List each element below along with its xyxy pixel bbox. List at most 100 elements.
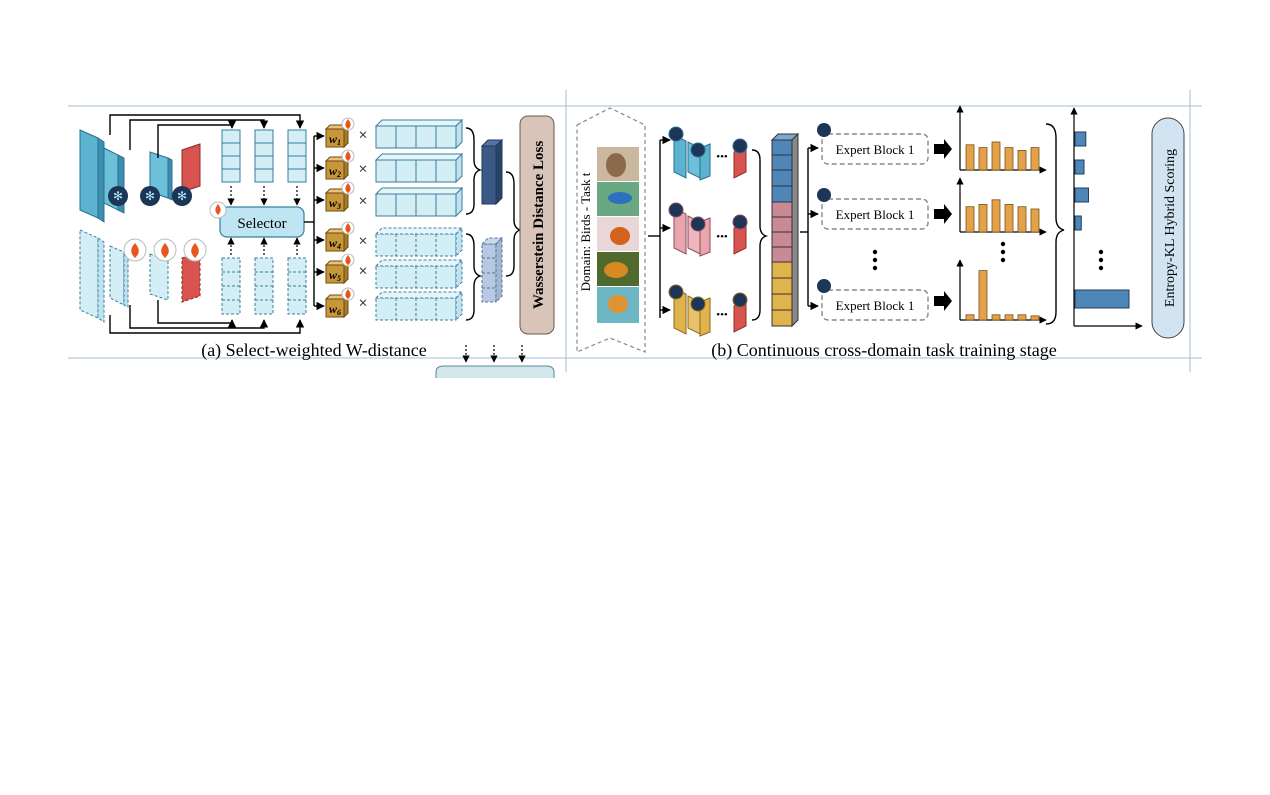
score-bar [1074,131,1087,147]
aggregated-student-vector [480,236,504,304]
histogram-bar [991,199,1001,233]
expert-block-2: Expert Block 1 [817,188,929,230]
score-brace [1045,123,1065,325]
vertical-dots [872,241,1104,271]
multiply-symbol: × [358,263,367,280]
aggregation-braces [465,127,483,321]
scoring-label: Entropy-KL Hybrid Scoring [1163,149,1178,307]
domain-label: Domain: Birds - Task t [578,172,593,291]
wasserstein-loss-box: Wasserstein Distance Loss [519,115,555,335]
score-bar [1074,215,1082,231]
snowflake-icon [817,123,831,137]
histogram-bar [1017,149,1027,171]
weight-cube: w6 [324,287,355,319]
histogram-bar [965,144,975,171]
ellipsis: ••• [716,309,728,321]
ellipsis: ••• [716,151,728,163]
svg-text:✻: ✻ [113,189,123,203]
snowflake-icon [817,279,831,293]
banner-branches [648,135,671,318]
histogram-bar [978,203,988,233]
histogram-bar [1004,203,1014,233]
histogram-bar [1017,314,1027,321]
histogram-bar [965,206,975,233]
weight-cube: w3 [324,181,355,213]
multiply-symbols: ×××××× [358,127,367,312]
selector-module: Selector [209,201,305,238]
snowflake-icon [732,214,748,230]
backbone-branch-pink [668,202,748,257]
weight-cube: w4 [324,221,355,253]
caption-b: (b) Continuous cross-domain task trainin… [711,340,1056,361]
panel-a: ✻ ✻ ✻ [79,114,555,378]
histogram-bar [978,270,988,321]
histogram-bar [1004,314,1014,321]
backbone-connections [109,114,305,334]
teacher-feature-maps [79,129,201,223]
weight-label: w3 [329,196,341,211]
weight-label: w6 [329,302,341,317]
selector-to-weights [304,131,325,311]
histogram-bar [1030,208,1040,233]
expert-block-3: Expert Block 1 [817,279,929,321]
histogram-bar [1004,147,1014,171]
weight-cubes: w1 w2 w3 w4 w5 w6 [324,117,355,319]
snowflake-icon [690,216,706,232]
snowflake-icon [668,284,684,300]
expert-block-1: Expert Block 1 [817,123,929,165]
selector-inputs [227,186,301,255]
multiply-symbol: × [358,193,367,210]
expert-label: Expert Block 1 [836,142,915,157]
svg-text:✻: ✻ [177,189,187,203]
bird-images [597,147,639,323]
teacher-token-rows [374,118,464,218]
svg-text:✻: ✻ [145,189,155,203]
snowflake-icon [668,126,684,142]
histogram-bar [991,141,1001,171]
panel-b: Domain: Birds - Task t [576,105,1185,361]
snowflake-icon [172,186,192,206]
score-bar [1074,289,1130,309]
expert-label: Expert Block 1 [836,207,915,222]
snowflake-icon [668,202,684,218]
block-arrows [934,139,952,311]
caption-a: (a) Select-weighted W-distance [201,340,427,361]
histogram-bar [1030,315,1040,321]
snowflake-icon [690,142,706,158]
expert-histogram [956,259,1047,324]
selector-label: Selector [237,216,286,232]
student-token-rows [374,226,464,322]
score-bar [1074,159,1085,175]
student-feature-maps [79,229,201,323]
weight-label: w1 [329,132,341,147]
score-bars [1074,131,1130,309]
bottom-partial [435,345,555,378]
multiply-symbol: × [358,127,367,144]
snowflake-icon [690,296,706,312]
frozen-icons: ✻ ✻ ✻ [108,186,192,206]
ellipsis: ••• [716,231,728,243]
combined-feature-vector [770,132,800,328]
score-axes [1070,107,1143,330]
histogram-bar [1030,147,1040,171]
multiply-symbol: × [358,233,367,250]
snowflake-icon [732,138,748,154]
multiply-symbol: × [358,295,367,312]
weight-label: w4 [329,236,341,251]
weight-cube: w2 [324,149,355,181]
expert-branches [800,143,819,311]
loss-brace [505,171,523,277]
snowflake-icon [140,186,160,206]
expert-histogram [956,177,1047,236]
weight-label: w2 [329,164,341,179]
weight-cube: w1 [324,117,355,149]
histogram-bar [978,147,988,171]
expert-histogram [956,105,1047,174]
teacher-token-columns [221,129,307,183]
backbone-branch-blue [668,126,748,181]
expert-label: Expert Block 1 [836,298,915,313]
student-token-columns [221,257,307,315]
weight-cube: w5 [324,253,355,285]
scoring-box: Entropy-KL Hybrid Scoring [1151,117,1185,339]
